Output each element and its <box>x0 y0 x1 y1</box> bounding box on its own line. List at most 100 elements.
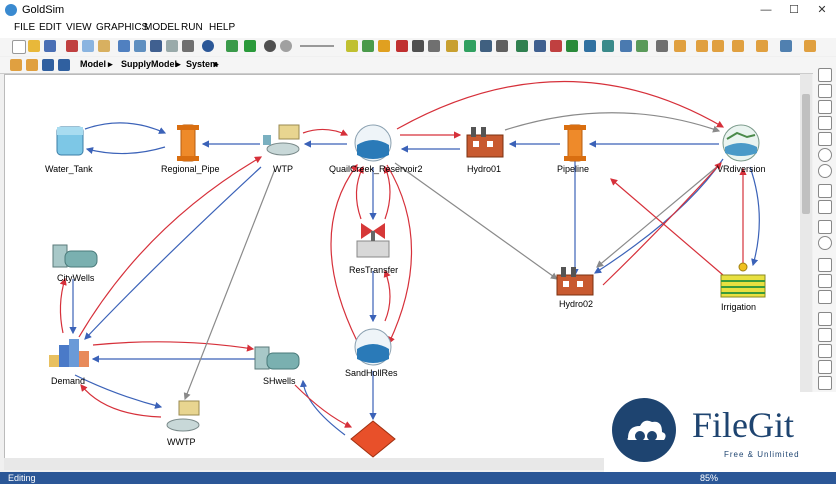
rectangle-icon[interactable] <box>818 116 832 130</box>
up-level-icon[interactable] <box>26 59 38 71</box>
speed-slider[interactable] <box>300 45 334 47</box>
browser-icon[interactable] <box>118 40 130 52</box>
bank-icon[interactable] <box>480 40 492 52</box>
paste-icon[interactable] <box>98 40 110 52</box>
breadcrumb-system[interactable]: System <box>186 59 219 69</box>
curve-icon[interactable] <box>818 132 832 146</box>
hydro-plant-icon[interactable] <box>466 127 504 158</box>
text-icon[interactable] <box>818 184 832 198</box>
valve-icon[interactable] <box>356 223 390 258</box>
node-label[interactable]: Hydro01 <box>467 164 502 174</box>
node-label[interactable]: WTP <box>273 164 293 174</box>
breadcrumb-supplymodel[interactable]: SupplyModel <box>121 59 177 69</box>
polyline-icon[interactable] <box>818 100 832 114</box>
group-icon[interactable] <box>818 344 832 358</box>
view-icon[interactable] <box>182 40 194 52</box>
node-label[interactable]: Water_Tank <box>45 164 93 174</box>
well-pump-icon[interactable] <box>254 346 300 370</box>
well-pump-icon[interactable] <box>52 244 98 268</box>
circle-icon[interactable] <box>818 164 832 178</box>
city-demand-icon[interactable] <box>49 339 89 367</box>
new-file-icon[interactable] <box>12 40 26 54</box>
image-icon[interactable] <box>818 220 832 234</box>
fill-icon[interactable] <box>818 258 832 272</box>
border-icon[interactable] <box>818 274 832 288</box>
node-label[interactable]: QuailCreek_Reservoir2 <box>329 164 423 174</box>
forward-icon[interactable] <box>58 59 70 71</box>
node-label[interactable]: Irrigation <box>721 302 757 312</box>
lock-icon[interactable] <box>818 376 832 390</box>
home-icon[interactable] <box>10 59 22 71</box>
cut-icon[interactable] <box>66 40 78 52</box>
vertical-scrollbar[interactable] <box>800 74 812 458</box>
help-icon[interactable] <box>202 40 214 52</box>
maximize-button[interactable]: ☐ <box>789 4 799 16</box>
data-icon[interactable] <box>362 40 374 52</box>
node-label[interactable]: SandHollRes <box>345 368 398 378</box>
function-icon[interactable] <box>396 40 408 52</box>
pointer-icon[interactable] <box>818 68 832 82</box>
edit-mode-icon[interactable] <box>226 40 238 52</box>
note-icon[interactable] <box>134 40 146 52</box>
hydro-plant-icon[interactable] <box>556 267 594 296</box>
reservoir-icon[interactable] <box>354 124 392 162</box>
ellipse-icon[interactable] <box>818 148 832 162</box>
back-icon[interactable] <box>42 59 54 71</box>
menu-help[interactable]: HELP <box>209 22 236 33</box>
back-layer-icon[interactable] <box>818 328 832 342</box>
report-icon[interactable] <box>584 40 596 52</box>
pipe-icon[interactable] <box>177 124 199 162</box>
sink-icon[interactable] <box>350 420 396 458</box>
results-icon[interactable] <box>620 40 632 52</box>
reset-icon[interactable] <box>280 40 292 52</box>
open-folder-icon[interactable] <box>28 40 40 52</box>
filter-icon[interactable] <box>166 40 178 52</box>
clipboard-icon[interactable] <box>674 40 686 52</box>
find-icon[interactable] <box>150 40 162 52</box>
node-label[interactable]: Demand <box>51 376 86 386</box>
distribute-icon[interactable] <box>732 40 744 52</box>
minimize-button[interactable]: — <box>760 4 772 16</box>
reservoir-icon[interactable] <box>354 328 392 366</box>
menu-graphics[interactable]: GRAPHICS <box>96 22 149 33</box>
run-icon[interactable] <box>244 40 256 52</box>
align-icon[interactable] <box>696 40 708 52</box>
menu-run[interactable]: RUN <box>181 22 203 33</box>
node-label[interactable]: ResTransfer <box>349 265 399 275</box>
node-label[interactable]: CityWells <box>57 273 95 283</box>
trash-icon[interactable] <box>550 40 562 52</box>
node-label[interactable]: WWTP <box>167 437 196 447</box>
node-label[interactable]: VRdiversion <box>717 164 766 174</box>
element-icon[interactable] <box>346 40 358 52</box>
resize-icon[interactable] <box>780 40 792 52</box>
gauge-icon[interactable] <box>656 40 668 52</box>
dollar-icon[interactable] <box>566 40 578 52</box>
horizontal-scrollbar[interactable] <box>4 458 800 470</box>
tag-icon[interactable] <box>534 40 546 52</box>
layer-icon[interactable] <box>804 40 816 52</box>
treatment-plant-icon[interactable] <box>166 400 200 432</box>
pie-chart-icon[interactable] <box>602 40 614 52</box>
menu-model[interactable]: MODEL <box>144 22 180 33</box>
node-label[interactable]: Hydro02 <box>559 299 594 309</box>
shadow-icon[interactable] <box>818 290 832 304</box>
breadcrumb-model[interactable]: Model <box>80 59 106 69</box>
timer-icon[interactable] <box>428 40 440 52</box>
save-icon[interactable] <box>44 40 56 52</box>
menu-view[interactable]: VIEW <box>66 22 92 33</box>
menu-file[interactable]: FILE <box>14 22 36 33</box>
delay-icon[interactable] <box>412 40 424 52</box>
ungroup-icon[interactable] <box>818 360 832 374</box>
align-center-icon[interactable] <box>712 40 724 52</box>
globe-icon[interactable] <box>818 236 832 250</box>
line-chart-icon[interactable] <box>636 40 648 52</box>
menu-edit[interactable]: EDIT <box>39 22 62 33</box>
scrollbar-thumb[interactable] <box>802 94 810 214</box>
diversion-icon[interactable] <box>722 124 760 162</box>
pipe-icon[interactable] <box>564 124 586 162</box>
arrange-icon[interactable] <box>756 40 768 52</box>
front-icon[interactable] <box>818 312 832 326</box>
copy-icon[interactable] <box>82 40 94 52</box>
node-label[interactable]: Regional_Pipe <box>161 164 220 174</box>
text-box-icon[interactable] <box>818 200 832 214</box>
